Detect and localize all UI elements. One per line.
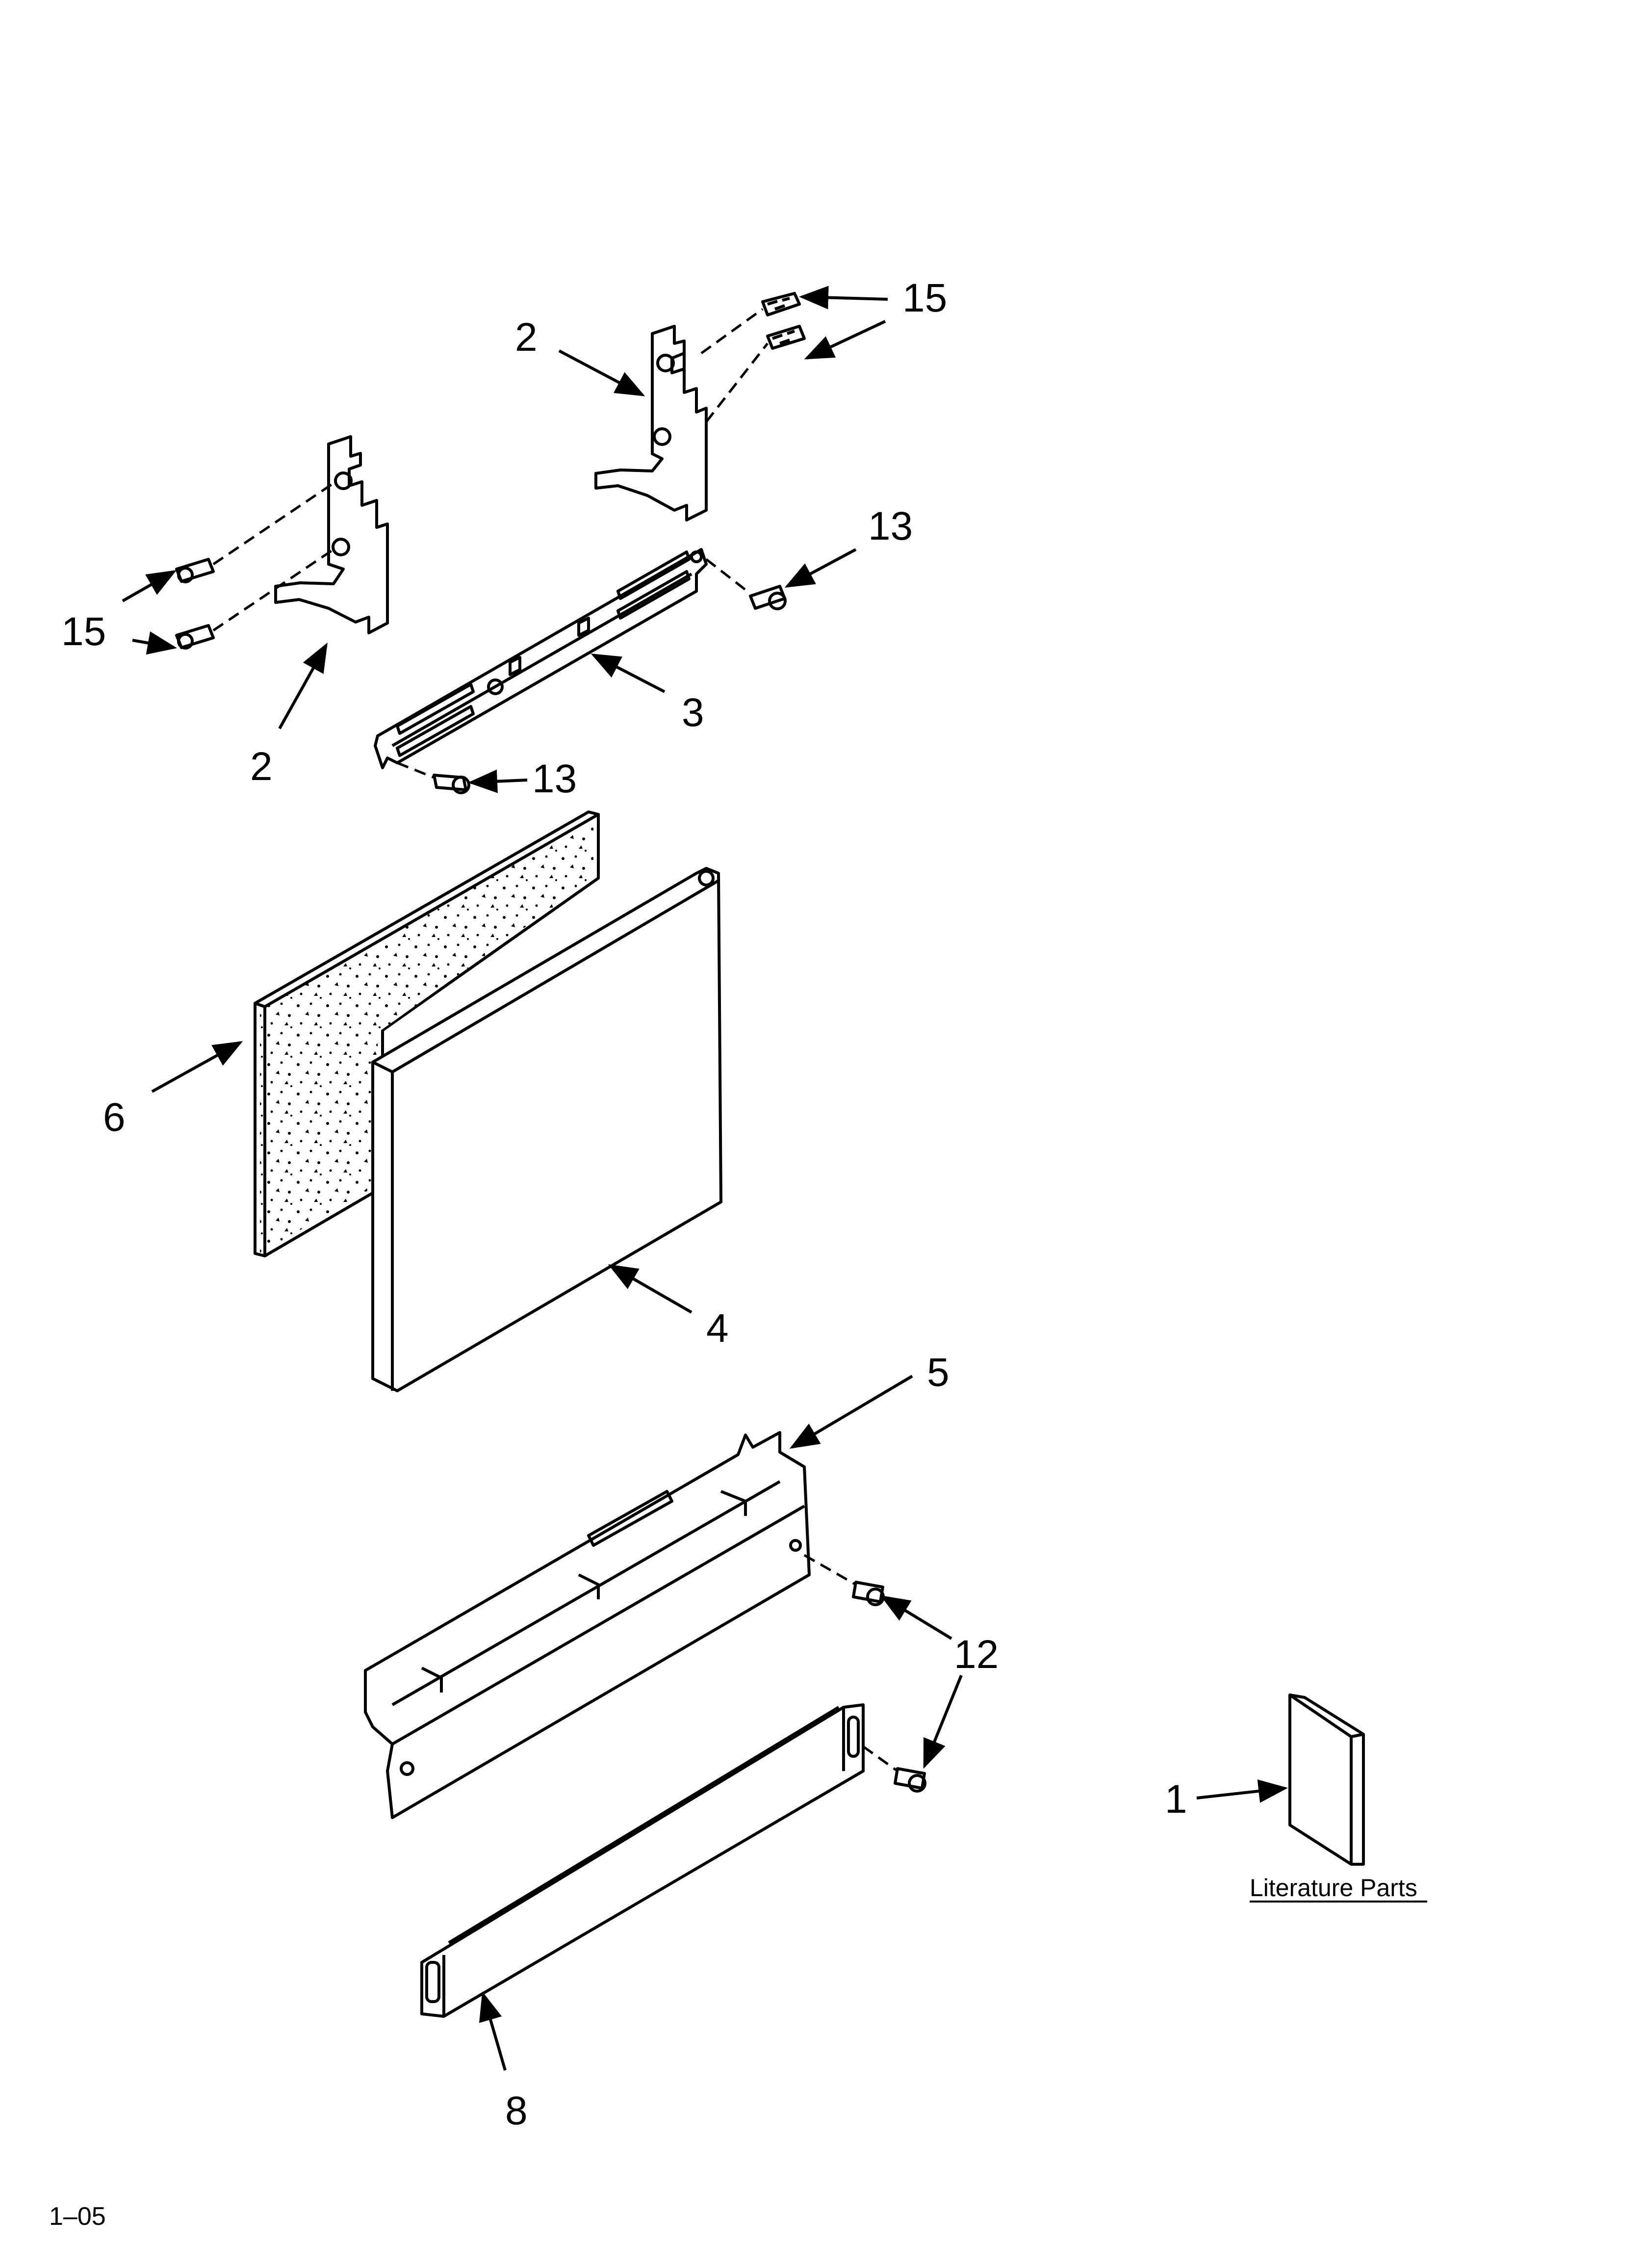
callout-6: 6 <box>103 1095 126 1140</box>
callout-1: 1 <box>1165 1777 1187 1822</box>
callout-5: 5 <box>927 1350 949 1395</box>
literature-booklet-part-1 <box>1288 1694 1365 1866</box>
callout-13-top: 13 <box>868 504 913 548</box>
literature-parts-label: Literature Parts <box>1250 1874 1417 1902</box>
bracket-part-2-left <box>274 435 389 634</box>
callout-2-top: 2 <box>515 315 538 360</box>
screw-part-13-right <box>749 585 787 610</box>
callout-13-mid: 13 <box>532 756 577 801</box>
bracket-part-2-upper <box>594 325 708 521</box>
screw-part-15-left-b <box>175 624 215 650</box>
kick-plate-part-8 <box>420 1703 865 2018</box>
screw-part-12-upper <box>852 1581 885 1606</box>
callout-3: 3 <box>682 690 704 735</box>
bottom-rail-part-5 <box>364 1431 811 1819</box>
callout-15-top: 15 <box>902 276 947 320</box>
screw-part-13-lower <box>433 774 470 794</box>
screw-part-12-lower <box>894 1767 926 1793</box>
callout-4: 4 <box>706 1306 729 1351</box>
screw-part-15-left-a <box>175 558 215 583</box>
door-panel-part-4 <box>371 867 722 1392</box>
leader-arrows <box>122 286 1288 2071</box>
callout-2-left: 2 <box>250 744 273 789</box>
footer-code: 1–05 <box>49 2202 106 2231</box>
callout-12: 12 <box>954 1632 999 1677</box>
rail-part-3 <box>374 548 708 769</box>
callout-15-left: 15 <box>61 609 106 654</box>
screw-part-15-upper-a <box>761 292 801 316</box>
screw-part-15-upper-b <box>766 325 806 350</box>
callout-8: 8 <box>505 2088 528 2133</box>
